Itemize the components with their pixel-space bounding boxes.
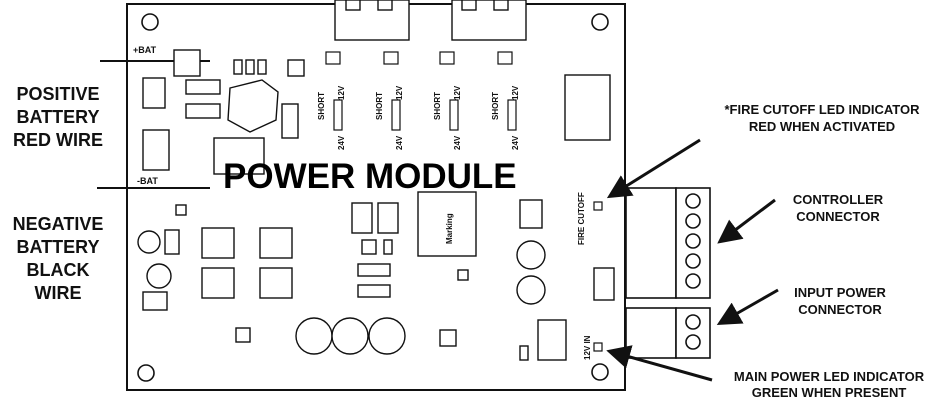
svg-text:RED WIRE: RED WIRE [13, 130, 103, 150]
svg-text:SHORT: SHORT [433, 92, 442, 120]
v12-in-board-label: 12V IN [583, 335, 592, 360]
jumper-group-3: SHORT 12V 24V [433, 51, 462, 150]
svg-text:24V: 24V [453, 135, 462, 150]
svg-text:SHORT: SHORT [491, 92, 500, 120]
svg-text:SHORT: SHORT [375, 92, 384, 120]
svg-text:24V: 24V [395, 135, 404, 150]
svg-text:*FIRE CUTOFF LED INDICATOR: *FIRE CUTOFF LED INDICATOR [725, 102, 921, 117]
svg-text:CONNECTOR: CONNECTOR [798, 302, 882, 317]
svg-text:SHORT: SHORT [317, 92, 326, 120]
jumper-group-2: SHORT 12V 24V [375, 51, 404, 150]
fire-cutoff-arrow [606, 138, 701, 199]
main-power-led [593, 342, 603, 352]
negative-battery-label: NEGATIVE BATTERY BLACK WIRE [13, 214, 104, 303]
svg-text:INPUT POWER: INPUT POWER [794, 285, 886, 300]
svg-text:BATTERY: BATTERY [17, 237, 100, 257]
pos-bat-label: +BAT [133, 45, 157, 55]
mount-hole-bl [137, 364, 155, 382]
svg-text:24V: 24V [511, 135, 520, 150]
input-power-arrow [716, 288, 779, 325]
svg-text:12V: 12V [395, 85, 404, 100]
controller-connector [625, 187, 711, 299]
fire-cutoff-led [593, 201, 603, 211]
svg-text:MAIN POWER LED INDICATOR: MAIN POWER LED INDICATOR [734, 369, 925, 384]
svg-text:WIRE: WIRE [35, 283, 82, 303]
mount-hole-tr [591, 13, 609, 31]
jumper-group-4: SHORT 12V 24V [491, 51, 520, 150]
svg-text:12V: 12V [453, 85, 462, 100]
svg-text:12V: 12V [337, 85, 346, 100]
svg-text:CONTROLLER: CONTROLLER [793, 192, 884, 207]
fire-cutoff-board-label: FIRE CUTOFF [577, 192, 586, 245]
controller-callout: CONTROLLER CONNECTOR [793, 192, 884, 224]
main-power-callout: MAIN POWER LED INDICATOR GREEN WHEN PRES… [734, 369, 925, 400]
svg-text:NEGATIVE: NEGATIVE [13, 214, 104, 234]
svg-text:12V: 12V [511, 85, 520, 100]
top-connector-2 [451, 0, 527, 41]
mount-hole-tl [141, 13, 159, 31]
marking-label: Marking [445, 213, 454, 244]
fire-cutoff-callout: *FIRE CUTOFF LED INDICATOR RED WHEN ACTI… [725, 102, 921, 134]
mount-hole-br [591, 363, 609, 381]
svg-text:BLACK: BLACK [27, 260, 90, 280]
svg-text:24V: 24V [337, 135, 346, 150]
input-power-callout: INPUT POWER CONNECTOR [794, 285, 886, 317]
svg-text:BATTERY: BATTERY [17, 107, 100, 127]
svg-text:CONNECTOR: CONNECTOR [796, 209, 880, 224]
svg-text:GREEN WHEN PRESENT: GREEN WHEN PRESENT [752, 385, 907, 400]
input-power-connector [625, 307, 711, 359]
svg-text:POSITIVE: POSITIVE [16, 84, 99, 104]
top-connector-1 [334, 0, 410, 41]
jumper-group-1: SHORT 12V 24V [317, 51, 346, 150]
svg-text:RED WHEN ACTIVATED: RED WHEN ACTIVATED [749, 119, 895, 134]
positive-battery-label: POSITIVE BATTERY RED WIRE [13, 84, 103, 150]
diagram-title: POWER MODULE [223, 157, 517, 196]
pcb-components [137, 49, 615, 361]
main-power-arrow [606, 345, 713, 382]
controller-arrow [717, 198, 776, 244]
neg-bat-label: -BAT [137, 176, 158, 186]
